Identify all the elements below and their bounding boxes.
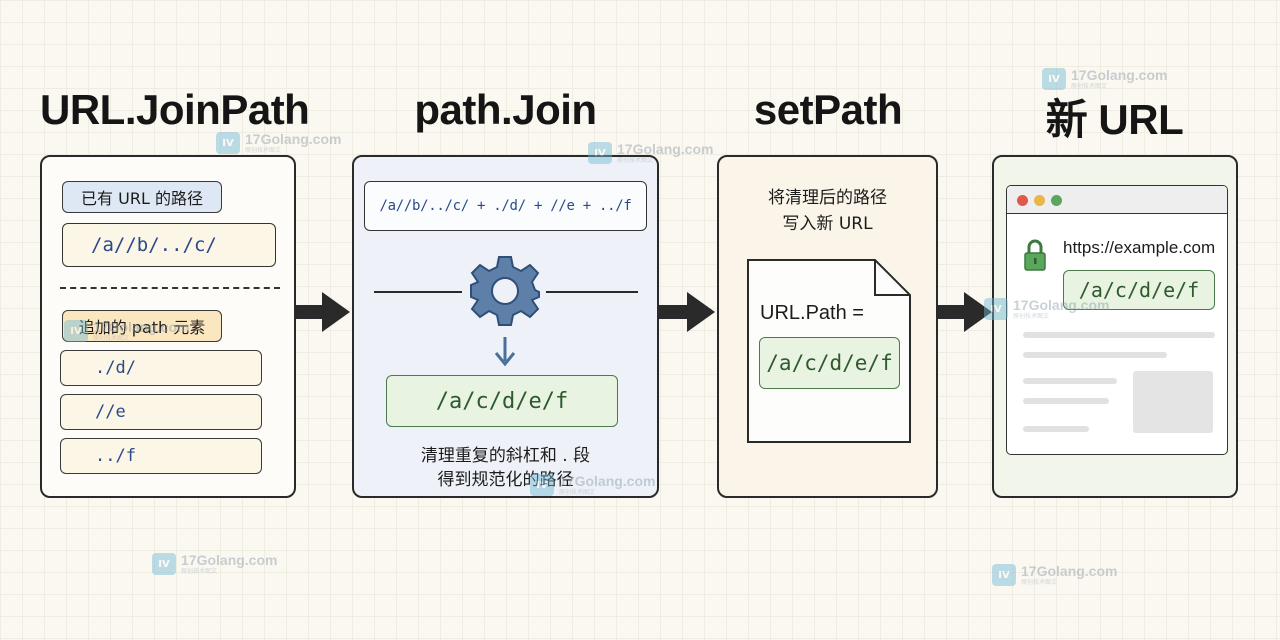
- existing-path-box: /a//b/../c/: [62, 223, 276, 267]
- watermark-name: 17Golang.com: [1021, 563, 1118, 579]
- appended-elements-label: 追加的 path 元素: [62, 310, 222, 342]
- lock-icon: [1024, 239, 1046, 271]
- watermark-sub: 原创技术图文: [245, 147, 282, 154]
- watermark-sub: 原创技术图文: [1021, 579, 1058, 586]
- panel-new-url: https://example.com /a/c/d/e/f: [992, 155, 1238, 498]
- arrow-right-icon: [938, 292, 992, 332]
- content-line: [1023, 398, 1109, 404]
- address-url: https://example.com: [1063, 238, 1216, 257]
- setpath-caption-line-2: 写入新 URL: [782, 214, 873, 234]
- arrow-down-icon: [494, 337, 516, 367]
- title-path-join: path.Join: [414, 86, 597, 133]
- join-caption-line-2: 得到规范化的路径: [437, 470, 574, 490]
- arrow-right-icon: [296, 292, 350, 332]
- maximize-dot-icon: [1051, 195, 1062, 206]
- path-element-2: //e: [60, 394, 262, 430]
- content-line: [1023, 378, 1117, 384]
- join-result-box: /a/c/d/e/f: [386, 375, 618, 427]
- minimize-dot-icon: [1034, 195, 1045, 206]
- setpath-caption-line-1: 将清理后的路径: [768, 188, 887, 208]
- watermark-logo-icon: IV: [152, 553, 176, 575]
- gear-icon: [470, 256, 540, 326]
- flow-line-right: [546, 291, 638, 293]
- content-line: [1023, 426, 1089, 432]
- watermark-name: 17Golang.com: [1071, 67, 1168, 83]
- watermark-name: 17Golang.com: [181, 552, 278, 568]
- content-image-placeholder: [1133, 371, 1213, 433]
- watermark-name: 17Golang.com: [245, 131, 342, 147]
- panel-setpath: 将清理后的路径 写入新 URL URL.Path = /a/c/d/e/f: [717, 155, 938, 498]
- title-setpath: setPath: [753, 86, 903, 133]
- title-new-url: 新 URL: [1045, 96, 1184, 143]
- path-element-1: ./d/: [60, 350, 262, 386]
- url-path-field-label: URL.Path =: [760, 302, 864, 324]
- join-caption-line-1: 清理重复的斜杠和 . 段: [420, 446, 591, 466]
- arrow-right-icon: [659, 292, 715, 332]
- browser-titlebar: [1007, 186, 1227, 214]
- content-line: [1023, 352, 1167, 358]
- close-dot-icon: [1017, 195, 1028, 206]
- browser-window: https://example.com /a/c/d/e/f: [1006, 185, 1228, 455]
- watermark-sub: 原创技术图文: [181, 568, 218, 575]
- flow-line-left: [374, 291, 462, 293]
- title-url-joinpath: URL.JoinPath: [40, 86, 310, 133]
- content-line: [1023, 332, 1215, 338]
- address-path: /a/c/d/e/f: [1063, 270, 1215, 310]
- path-element-3: ../f: [60, 438, 262, 474]
- watermark-name: 17Golang.com: [617, 141, 714, 157]
- dashed-divider: [60, 287, 280, 289]
- watermark-logo-icon: IV: [216, 132, 240, 154]
- watermark-logo-icon: IV: [992, 564, 1016, 586]
- join-input-expression: /a//b/../c/ + ./d/ + //e + ../f: [364, 181, 647, 231]
- url-path-field-value: /a/c/d/e/f: [759, 337, 900, 389]
- existing-path-label: 已有 URL 的路径: [62, 181, 222, 213]
- panel-path-join: /a//b/../c/ + ./d/ + //e + ../f /a/c/d/e…: [352, 155, 659, 498]
